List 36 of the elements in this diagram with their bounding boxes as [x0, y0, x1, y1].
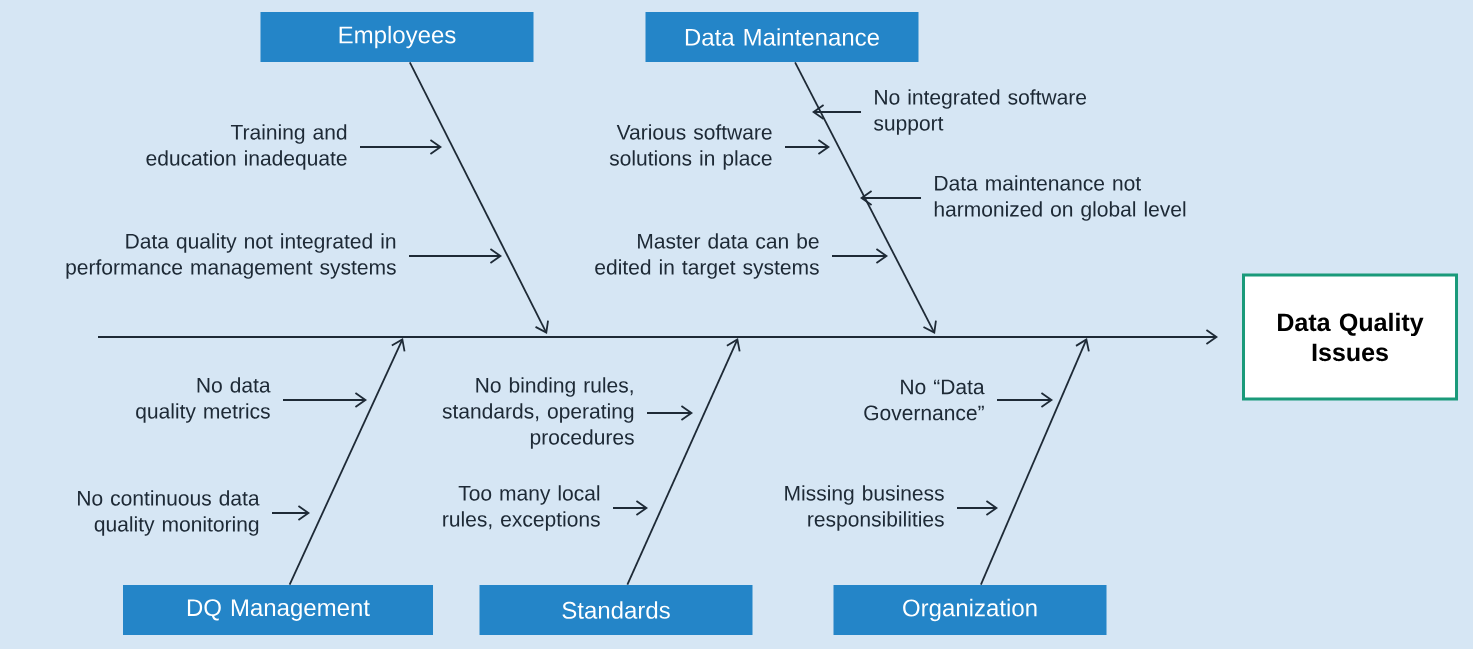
spine-arrow [97, 329, 1218, 345]
cause-label: Various software solutions in place [609, 124, 772, 170]
cause-arrow [359, 139, 442, 155]
category-box: DQ Management [123, 585, 433, 635]
cause-label: Too many local rules, exceptions [443, 485, 600, 531]
cause-label: Training and education inadequate [146, 124, 347, 170]
cause-arrow [831, 248, 888, 264]
cause-arrow [812, 104, 862, 120]
cause-label: No “Data Governance” [864, 379, 985, 421]
cause-arrow [860, 190, 922, 206]
cause-arrow [612, 500, 648, 516]
bone-arrow [980, 338, 1090, 586]
cause-arrow [408, 248, 502, 264]
category-box: Standards [479, 585, 753, 635]
bone-arrow [288, 338, 406, 586]
bone-arrow [794, 61, 937, 334]
cause-label: No data quality metrics [136, 377, 271, 423]
cause-label: Master data can be edited in target systems [595, 233, 819, 279]
cause-label: Data maintenance not harmonized on global level [934, 175, 1186, 221]
effect-box: Data Quality Issues [1242, 273, 1458, 401]
cause-label: No continuous data quality monitoring [78, 490, 260, 536]
cause-arrow [271, 505, 310, 521]
cause-label: Missing business responsibilities [785, 485, 944, 531]
cause-arrow [282, 392, 367, 408]
bone-arrow [626, 338, 741, 586]
category-box: Organization [833, 585, 1107, 635]
bone-arrow [408, 61, 549, 334]
category-box: Data Maintenance [645, 12, 919, 62]
category-box: Employees [260, 12, 534, 62]
cause-label: No integrated software support [874, 89, 1087, 135]
cause-arrow [956, 500, 998, 516]
cause-arrow [646, 405, 693, 421]
cause-arrow [996, 392, 1053, 408]
cause-label: No binding rules, standards, operating procedures [442, 377, 634, 449]
cause-label: Data quality not integrated in performance management systems [66, 233, 396, 279]
cause-arrow [784, 139, 830, 155]
